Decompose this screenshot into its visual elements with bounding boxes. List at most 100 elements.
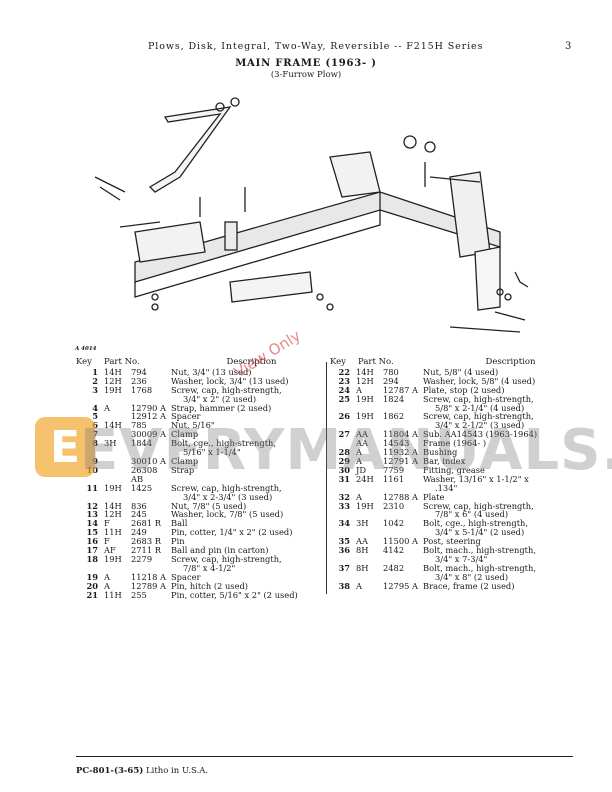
- part-prefix-blank: [98, 564, 131, 573]
- part-description: 5/16" x 1-1/4": [183, 447, 241, 458]
- part-description: Washer, lock, 3/4" (13 used): [171, 375, 289, 386]
- part-description: Bar, index: [423, 455, 466, 466]
- part-description: Strap, hammer (2 used): [171, 402, 272, 413]
- part-description: Post, steering: [423, 536, 481, 547]
- part-prefix-blank: [350, 573, 383, 582]
- part-prefix: 12H: [104, 509, 122, 520]
- part-description: 3/4" x 2" (2 used): [183, 393, 257, 404]
- part-row: 3/4" x 2" (2 used): [76, 393, 326, 404]
- part-description: Nut, 5/16": [171, 420, 215, 431]
- part-prefix: 19H: [104, 553, 122, 564]
- part-description: Bolt, cge., high-strength,: [171, 438, 277, 449]
- part-prefix: 11H: [104, 527, 122, 538]
- part-description: Bolt, cge., high-strength,: [423, 518, 529, 529]
- part-number: 1042: [383, 518, 405, 529]
- part-row: 5/8" x 2-1/4" (4 used): [330, 402, 590, 413]
- part-number: 11218 A: [131, 571, 167, 582]
- part-description: 3/4" x 2-3/4" (3 used): [183, 491, 273, 502]
- part-description: Frame (1964- ): [423, 438, 487, 449]
- part-description: 3/4" x 5-1/4" (2 used): [435, 527, 525, 538]
- part-number: 794: [131, 366, 147, 377]
- part-prefix: 14H: [104, 420, 122, 431]
- part-prefix: 3H: [356, 518, 369, 529]
- part-description: Screw, cap, high-strength,: [171, 384, 282, 395]
- part-key: 21: [86, 589, 98, 600]
- part-prefix: 8H: [356, 562, 369, 573]
- part-key: 33: [338, 500, 350, 511]
- part-row: 3/4" x 2-3/4" (3 used): [76, 491, 326, 502]
- part-prefix: A: [356, 580, 362, 591]
- part-description: Bushing: [423, 447, 458, 458]
- part-key: 23: [338, 375, 350, 386]
- part-key: 18: [86, 553, 98, 564]
- part-key: 31: [338, 473, 350, 484]
- part-prefix: A: [356, 447, 362, 458]
- part-prefix: A: [104, 402, 110, 413]
- part-description: Ball and pin (in carton): [171, 545, 269, 556]
- part-key: 38: [338, 580, 350, 591]
- footer-code: PC-801-(3-65): [76, 766, 144, 776]
- part-description: Brace, frame (2 used): [423, 580, 515, 591]
- page-number: 3: [565, 41, 572, 52]
- part-prefix: 14H: [104, 500, 122, 511]
- part-key: 1: [92, 366, 98, 377]
- part-description: 3/4" x 2-1/2" (3 used): [435, 420, 525, 431]
- part-prefix: A: [356, 455, 362, 466]
- part-row: .134": [330, 483, 590, 493]
- part-number: 255: [131, 589, 147, 600]
- part-number: 2279: [131, 553, 153, 564]
- part-prefix: 12H: [104, 375, 122, 386]
- part-prefix-blank: [350, 484, 383, 493]
- part-description: Nut, 7/8" (5 used): [171, 500, 247, 511]
- part-number: 12790 A: [131, 402, 167, 413]
- part-key: 27: [338, 429, 350, 440]
- part-number: 1862: [383, 411, 405, 422]
- part-prefix: 12H: [356, 375, 374, 386]
- part-description: Bolt, mach., high-strength,: [423, 545, 536, 556]
- part-description: 5/8" x 2-1/4" (4 used): [435, 402, 525, 413]
- part-prefix: 19H: [356, 500, 374, 511]
- part-row: 3/4" x 2-1/2" (3 used): [330, 421, 590, 430]
- footer-rule: [76, 756, 573, 757]
- watermark-logo-icon: E: [35, 417, 95, 477]
- part-prefix: JD: [356, 464, 366, 475]
- part-row: 5/16" x 1-1/4": [76, 448, 326, 457]
- part-key: 29: [338, 455, 350, 466]
- part-number: 2310: [383, 500, 405, 511]
- part-number: 7759: [383, 464, 405, 475]
- part-prefix: AA: [356, 429, 368, 440]
- footer: PC-801-(3-65) Litho in U.S.A.: [76, 766, 208, 776]
- col-key: Key: [76, 357, 92, 367]
- part-key: 11: [86, 482, 98, 493]
- part-key: 12: [86, 500, 98, 511]
- part-key: 7: [92, 429, 98, 440]
- part-number: 236: [131, 375, 147, 386]
- part-key: 15: [86, 527, 98, 538]
- part-number: 1425: [131, 482, 153, 493]
- part-description: Washer, lock, 5/8" (4 used): [423, 375, 536, 386]
- col-key: Key: [330, 357, 346, 367]
- part-key: 5: [92, 411, 98, 422]
